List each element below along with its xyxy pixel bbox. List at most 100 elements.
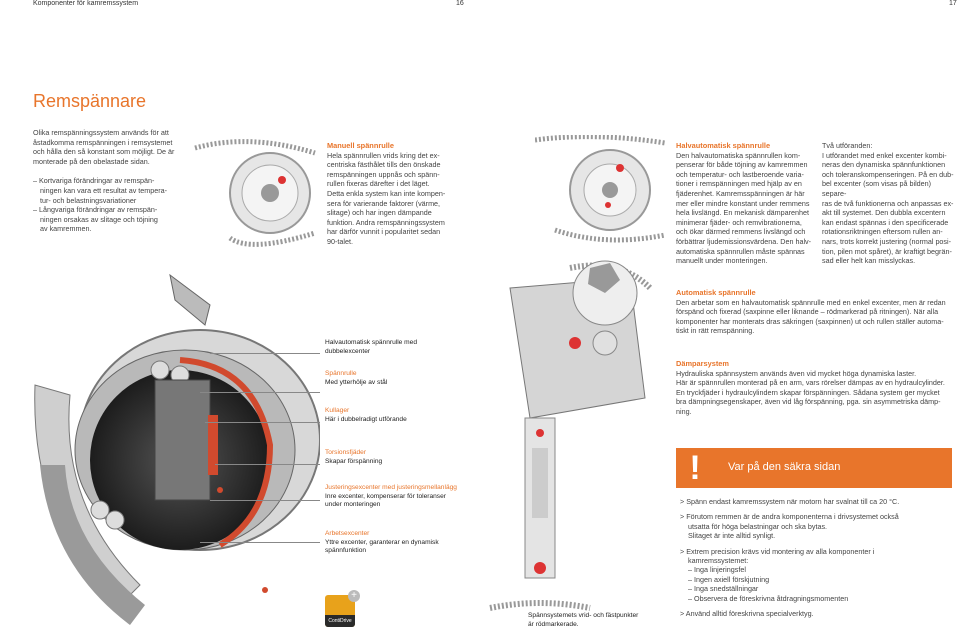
label-desc: Inre excenter, kompenserar för toleranse… [325, 492, 446, 500]
label-heading: Spännrulle [325, 370, 357, 377]
leader-line [210, 353, 320, 354]
two-line: rotationsriktningen eftersom rullen an- [822, 227, 943, 237]
manual-line: Hela spännrullen vrids kring det ex- [327, 150, 440, 160]
warning-line: utsatta för höga belastningar och ska by… [688, 521, 828, 531]
auto-line: komponenter har monterats dras säkringen… [676, 316, 944, 326]
page-title: Remspännare [33, 91, 147, 111]
two-line: sad eller helt kan misslyckas. [822, 256, 916, 266]
damper-line: Hydrauliska spännsystem används även vid… [676, 368, 917, 378]
semi-line: förbättrar ljudemissionsvärdena. Den hal… [676, 236, 812, 246]
label-desc: Med ytterhölje av stål [325, 378, 388, 386]
auto-section: Automatisk spännrulle Den arbetar som en… [676, 288, 956, 336]
label-heading: Justeringsexcenter med justeringsmellanl… [325, 484, 457, 491]
label-desc: Här i dubbelradigt utförande [325, 415, 407, 423]
semi-line: manuellt under monteringen. [676, 256, 768, 266]
manual-tensioner-illustration [194, 139, 316, 247]
intro-bullet: ningen kan vara ett resultat av tempera- [40, 185, 168, 195]
header-section: Komponenter för kamremssystem [33, 0, 139, 7]
two-line: tion, pilen mot spåret), är kraftigt beg… [822, 246, 952, 256]
plus-icon: + [348, 590, 360, 602]
damper-line: En tryckfjäder i hydraulcylindern skapar… [676, 387, 940, 397]
manual-line: har därför vunnit i popularitet sedan [327, 227, 441, 237]
warning-title: Var på den säkra sidan [728, 461, 841, 473]
manual-line: Detta enkla system kan inte kompen- [327, 188, 446, 198]
auto-heading: Automatisk spännrulle [676, 288, 756, 297]
damper-tensioner-illustration [489, 260, 653, 611]
damper-line: ning. [676, 406, 692, 416]
figure-caption: Spännsystemets vrid- och fästpunkter är … [528, 612, 668, 629]
two-line: akt till systemet. Den dubbla excentern [822, 208, 946, 218]
label-desc: Skapar förspänning [325, 457, 383, 465]
manual-line: centriska fästhålet tills den önskade [327, 160, 441, 170]
page-number-right: 17 [949, 0, 957, 7]
label-adjust-eccentric: Justeringsexcenter med justeringsmellanl… [325, 484, 470, 510]
semi-line: hela livslängd. En mekanisk dämparenhet [676, 208, 810, 218]
intro-bullet: av kamremmen. [40, 224, 92, 234]
warning-line: kamremssystemet: [688, 556, 749, 566]
two-line: ras de två funktionerna och anpassas ex- [822, 198, 954, 208]
manual-line: rullen fixeras därefter i det läget. [327, 179, 430, 189]
manual-heading: Manuell spännrulle [327, 141, 394, 150]
label-title: Halvautomatisk spännrulle med [325, 339, 417, 346]
warning-line: > Spänn endast kamremssystem när motorn … [680, 497, 900, 506]
damper-heading: Dämparsystem [676, 359, 729, 368]
warning-line: – Inga linjeringsfel [688, 565, 746, 575]
semi-line: automatiska spännrullen måste spännas [676, 246, 805, 256]
warning-item: > Extrem precision krävs vid montering a… [680, 547, 955, 603]
manual-section: Manuell spännrulle Hela spännrullen vrid… [327, 141, 477, 247]
auto-line: Den arbetar som en halvautomatisk spännr… [676, 297, 946, 307]
warning-line: – Inga snedställningar [688, 584, 759, 594]
label-heading: Kullager [325, 407, 350, 414]
cutaway-tensioner-illustration [34, 273, 320, 625]
semi-line: minimerar fjäder- och remvibrationerna, [676, 217, 802, 227]
label-desc: under monteringen [325, 501, 381, 509]
label-heading: Arbetsexcenter [325, 530, 370, 537]
label-desc: spännfunktion [325, 547, 367, 555]
semi-tensioner-illustration [535, 135, 665, 243]
warning-list: > Spänn endast kamremssystem när motorn … [680, 497, 955, 618]
label-spring: Torsionsfjäder Skapar förspänning [325, 449, 465, 466]
warning-line: > Använd alltid föreskrivna specialverkt… [680, 609, 814, 619]
semi-line: och ökar därmed remmens livslängd och [676, 227, 806, 237]
intro-paragraph: Olika remspänningssystem används för att… [33, 128, 175, 166]
warning-line: – Observera de föreskrivna åtdragningsmo… [688, 593, 849, 603]
semi-heading: Halvautomatisk spännrulle [676, 141, 771, 150]
auto-line: tiskt in rätt remspänning. [676, 326, 755, 336]
two-designs-section: Två utföranden: I utförandet med enkel e… [822, 141, 957, 266]
caption-line: Spännsystemets vrid- och fästpunkter [528, 612, 639, 619]
damper-line: Här är spännrullen monterad på en arm, v… [676, 378, 945, 388]
label-desc: Yttre excenter, garanterar en dynamisk [325, 538, 439, 546]
semi-section: Halvautomatisk spännrulle Den halvautoma… [676, 141, 816, 266]
manual-line: 90-talet. [327, 236, 353, 246]
label-heading: Torsionsfjäder [325, 449, 367, 456]
semi-line: och temperatur- och lastberoende varia- [676, 169, 804, 179]
warning-item: > Förutom remmen är de andra komponenter… [680, 512, 955, 540]
leader-line [200, 392, 320, 393]
label-pulley: Spännrulle Med ytterhölje av stål [325, 370, 465, 387]
semi-line: Den halvautomatiska spännrullen kom- [676, 150, 801, 160]
semi-line: fjäderenhet. Kamremsspänningen är här [676, 188, 805, 198]
leader-line [205, 422, 320, 423]
header-bar: Komponenter för kamremssystem 16 17 [0, 0, 960, 9]
leader-line [210, 500, 320, 501]
exclamation-icon: ! [689, 449, 701, 487]
two-line: I utförandet med enkel excenter kombi- [822, 150, 947, 160]
intro-bullet: ningen orsakas av slitage och töjning [40, 214, 158, 224]
two-line: kan endast spännas i den specificerade [822, 217, 949, 227]
semi-line: tioner i remspänningen med hjälp av en [676, 179, 802, 189]
manual-line: remspänningen uppnås och spänn- [327, 169, 440, 179]
two-line: Två utföranden: [822, 141, 873, 150]
two-line: och toleranskompenseringen. På en dub- [822, 169, 954, 179]
semi-line: penserar för både töjning av kamremmen [676, 160, 808, 170]
damper-line: bra dämpningsegenskaper, även vid låg fö… [676, 397, 941, 407]
two-line: nars, trots korrekt justering (normal po… [822, 236, 952, 246]
contidrive-logo-text: ContiDrive [325, 615, 355, 627]
warning-item: > Använd alltid föreskrivna specialverkt… [680, 609, 955, 618]
warning-line: Slitaget är inte alltid synligt. [688, 531, 776, 541]
warning-line: > Extrem precision krävs vid montering a… [680, 546, 875, 556]
warning-line: > Förutom remmen är de andra komponenter… [680, 512, 899, 522]
warning-line: – Ingen axiell förskjutning [688, 574, 770, 584]
caption-line: är rödmarkerade. [528, 620, 579, 628]
damper-section: Dämparsystem Hydrauliska spännsystem anv… [676, 359, 956, 417]
label-work-eccentric: Arbetsexcenter Yttre excenter, garantera… [325, 530, 470, 556]
